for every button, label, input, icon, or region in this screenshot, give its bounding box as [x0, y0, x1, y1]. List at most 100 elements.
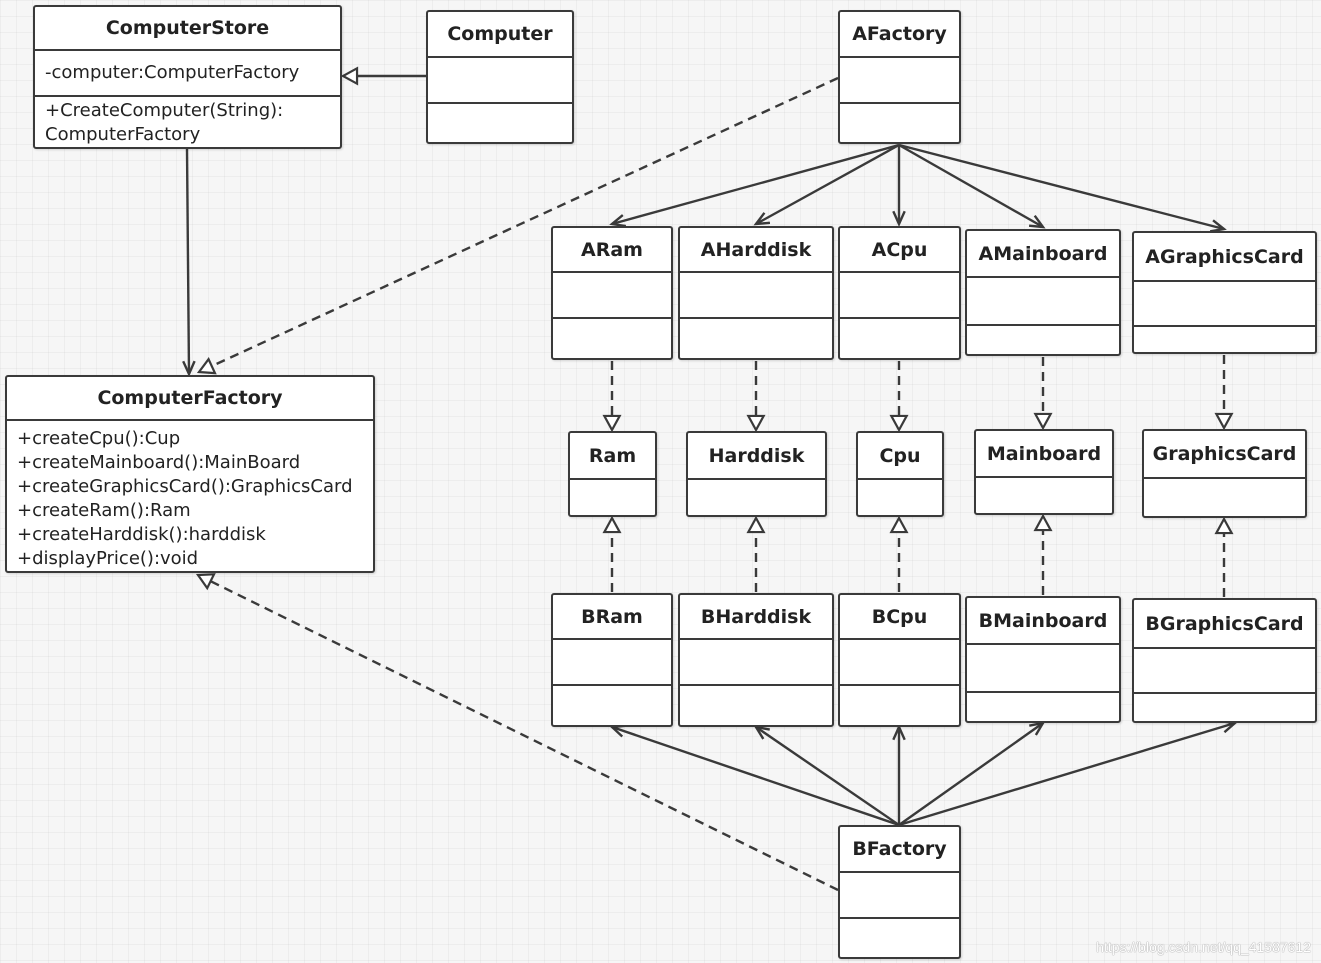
attributes-compartment	[858, 480, 942, 515]
class-name: Ram	[570, 433, 655, 480]
edge-b-factory-to-b-harddisk	[755, 726, 900, 826]
class-name: AFactory	[840, 12, 959, 58]
operations-compartment	[428, 104, 572, 142]
edge-b-factory-to-computer-factory-arrowhead	[195, 573, 216, 591]
edge-a-factory-to-a-graphics-card	[898, 143, 1225, 231]
operations-compartment	[967, 693, 1119, 721]
operations-compartment	[840, 319, 959, 358]
attributes-compartment	[840, 640, 959, 686]
edge-a-factory-to-a-mainboard	[898, 143, 1044, 229]
attributes-compartment	[1144, 479, 1305, 516]
class-name: ComputerStore	[35, 7, 340, 51]
class-b-graphics-card[interactable]: BGraphicsCard	[1132, 598, 1317, 723]
edge-b-factory-to-b-graphics-card	[898, 721, 1236, 827]
class-name: ComputerFactory	[7, 377, 373, 421]
operations-compartment	[840, 104, 959, 142]
attributes-compartment	[680, 640, 832, 686]
edge-b-factory-to-b-mainboard	[898, 722, 1044, 826]
class-harddisk[interactable]: Harddisk	[686, 431, 827, 517]
class-a-factory[interactable]: AFactory	[838, 10, 961, 144]
edge-b-factory-to-b-harddisk-arrowhead	[753, 725, 770, 740]
attributes-compartment	[1134, 282, 1315, 327]
operation: +displayPrice():void	[17, 548, 199, 569]
operations-compartment	[553, 686, 671, 725]
class-b-cpu[interactable]: BCpu	[838, 593, 961, 727]
attributes-compartment	[553, 640, 671, 686]
class-a-graphics-card[interactable]: AGraphicsCard	[1132, 231, 1317, 354]
operation-continued: ComputerFactory	[45, 124, 201, 145]
operation: +createRam():Ram	[17, 500, 191, 521]
attributes-compartment	[680, 273, 832, 319]
class-name: ARam	[553, 228, 671, 273]
edge-a-factory-to-a-cpu-arrowhead	[892, 210, 906, 227]
class-name: Cpu	[858, 433, 942, 480]
operations-compartment	[1134, 694, 1315, 721]
attributes-compartment	[553, 273, 671, 319]
class-name: BHarddisk	[680, 595, 832, 640]
watermark: https://blog.csdn.net/qq_41587612	[1096, 939, 1311, 955]
edge-a-cpu-to-cpu-arrowhead	[889, 414, 909, 433]
operation: +CreateComputer(String):	[45, 100, 284, 121]
edge-b-graphics-card-to-graphics-card-arrowhead	[1214, 516, 1234, 535]
class-mainboard[interactable]: Mainboard	[974, 429, 1114, 515]
class-a-cpu[interactable]: ACpu	[838, 226, 961, 360]
class-name: BFactory	[840, 827, 959, 873]
edge-b-factory-to-b-ram	[611, 725, 900, 827]
edge-computer-store-to-computer-factory-arrowhead	[182, 360, 196, 377]
operation: +createCpu():Cup	[17, 428, 181, 449]
class-computer[interactable]: Computer	[426, 10, 574, 144]
edge-a-graphics-card-to-graphics-card-arrowhead	[1214, 412, 1234, 431]
attribute: -computer:ComputerFactory	[45, 61, 300, 83]
edge-b-harddisk-to-harddisk-arrowhead	[746, 515, 766, 534]
class-b-factory[interactable]: BFactory	[838, 825, 961, 959]
class-ram[interactable]: Ram	[568, 431, 657, 517]
class-name: Mainboard	[976, 431, 1112, 478]
edge-a-mainboard-to-mainboard-arrowhead	[1033, 412, 1053, 431]
edge-a-factory-to-a-harddisk-arrowhead	[753, 212, 771, 226]
edge-computer-store-to-computer-factory	[185, 148, 191, 375]
edge-b-factory-to-b-mainboard-arrowhead	[1029, 721, 1046, 736]
edge-b-ram-to-ram-arrowhead	[602, 515, 622, 534]
edge-a-factory-to-a-ram	[611, 143, 900, 226]
class-name: GraphicsCard	[1144, 431, 1305, 479]
operations-compartment	[1134, 327, 1315, 352]
class-name: Computer	[428, 12, 572, 58]
edge-a-factory-to-a-ram-arrowhead	[609, 214, 627, 228]
class-b-mainboard[interactable]: BMainboard	[965, 596, 1121, 723]
class-b-harddisk[interactable]: BHarddisk	[678, 593, 834, 727]
class-name: BGraphicsCard	[1134, 600, 1315, 649]
class-name: BRam	[553, 595, 671, 640]
operation: +createHarddisk():harddisk	[17, 524, 266, 545]
edge-a-factory-to-a-graphics-card-arrowhead	[1209, 219, 1227, 233]
attributes-compartment	[840, 273, 959, 319]
edge-a-factory-to-computer-factory-arrowhead	[196, 357, 217, 375]
operations-compartment	[553, 319, 671, 358]
attributes-compartment	[840, 873, 959, 919]
edge-a-factory-to-a-mainboard-arrowhead	[1028, 215, 1046, 229]
class-a-harddisk[interactable]: AHarddisk	[678, 226, 834, 360]
operation: +createMainboard():MainBoard	[17, 452, 301, 473]
class-name: AGraphicsCard	[1134, 233, 1315, 282]
operations-compartment	[840, 919, 959, 957]
edge-a-factory-to-computer-factory	[211, 76, 839, 368]
operations-compartment	[967, 326, 1119, 354]
class-name: BMainboard	[967, 598, 1119, 645]
class-name: ACpu	[840, 228, 959, 273]
attributes-compartment	[840, 58, 959, 104]
class-cpu[interactable]: Cpu	[856, 431, 944, 517]
class-computer-factory[interactable]: ComputerFactory +createCpu():Cup +create…	[5, 375, 375, 573]
attributes-compartment	[967, 278, 1119, 326]
operation: +createGraphicsCard():GraphicsCard	[17, 476, 353, 497]
class-graphics-card[interactable]: GraphicsCard	[1142, 429, 1307, 518]
class-name: BCpu	[840, 595, 959, 640]
operations-compartment	[680, 686, 832, 725]
attributes-compartment	[570, 480, 655, 515]
attributes-compartment	[688, 480, 825, 515]
attributes-compartment	[967, 645, 1119, 693]
class-a-ram[interactable]: ARam	[551, 226, 673, 360]
edge-b-factory-to-computer-factory	[209, 580, 839, 892]
class-b-ram[interactable]: BRam	[551, 593, 673, 727]
class-a-mainboard[interactable]: AMainboard	[965, 229, 1121, 356]
operations-compartment	[680, 319, 832, 358]
class-computer-store[interactable]: ComputerStore -computer:ComputerFactory …	[33, 5, 342, 149]
